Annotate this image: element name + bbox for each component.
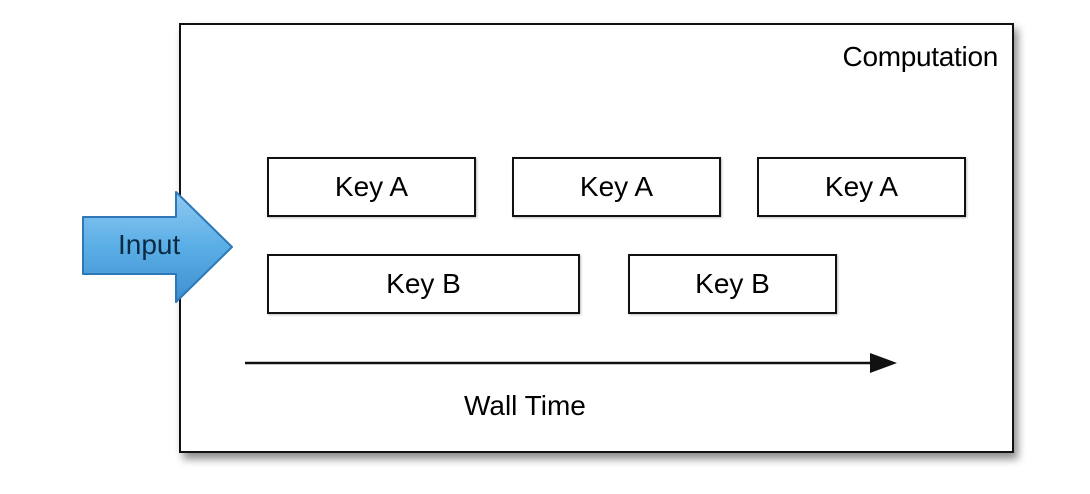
input-arrow-icon bbox=[82, 191, 233, 303]
key-a-box-2: Key A bbox=[512, 157, 721, 217]
key-a-box-1: Key A bbox=[267, 157, 476, 217]
computation-label: Computation bbox=[842, 41, 999, 72]
key-a-box-3: Key A bbox=[757, 157, 966, 217]
computation-box: Computation bbox=[179, 23, 1014, 453]
input-label: Input bbox=[118, 229, 181, 260]
key-b-box-2: Key B bbox=[628, 254, 837, 314]
wall-time-arrow bbox=[245, 353, 897, 373]
key-b-box-1: Key B bbox=[267, 254, 580, 314]
wall-time-label: Wall Time bbox=[464, 390, 586, 421]
